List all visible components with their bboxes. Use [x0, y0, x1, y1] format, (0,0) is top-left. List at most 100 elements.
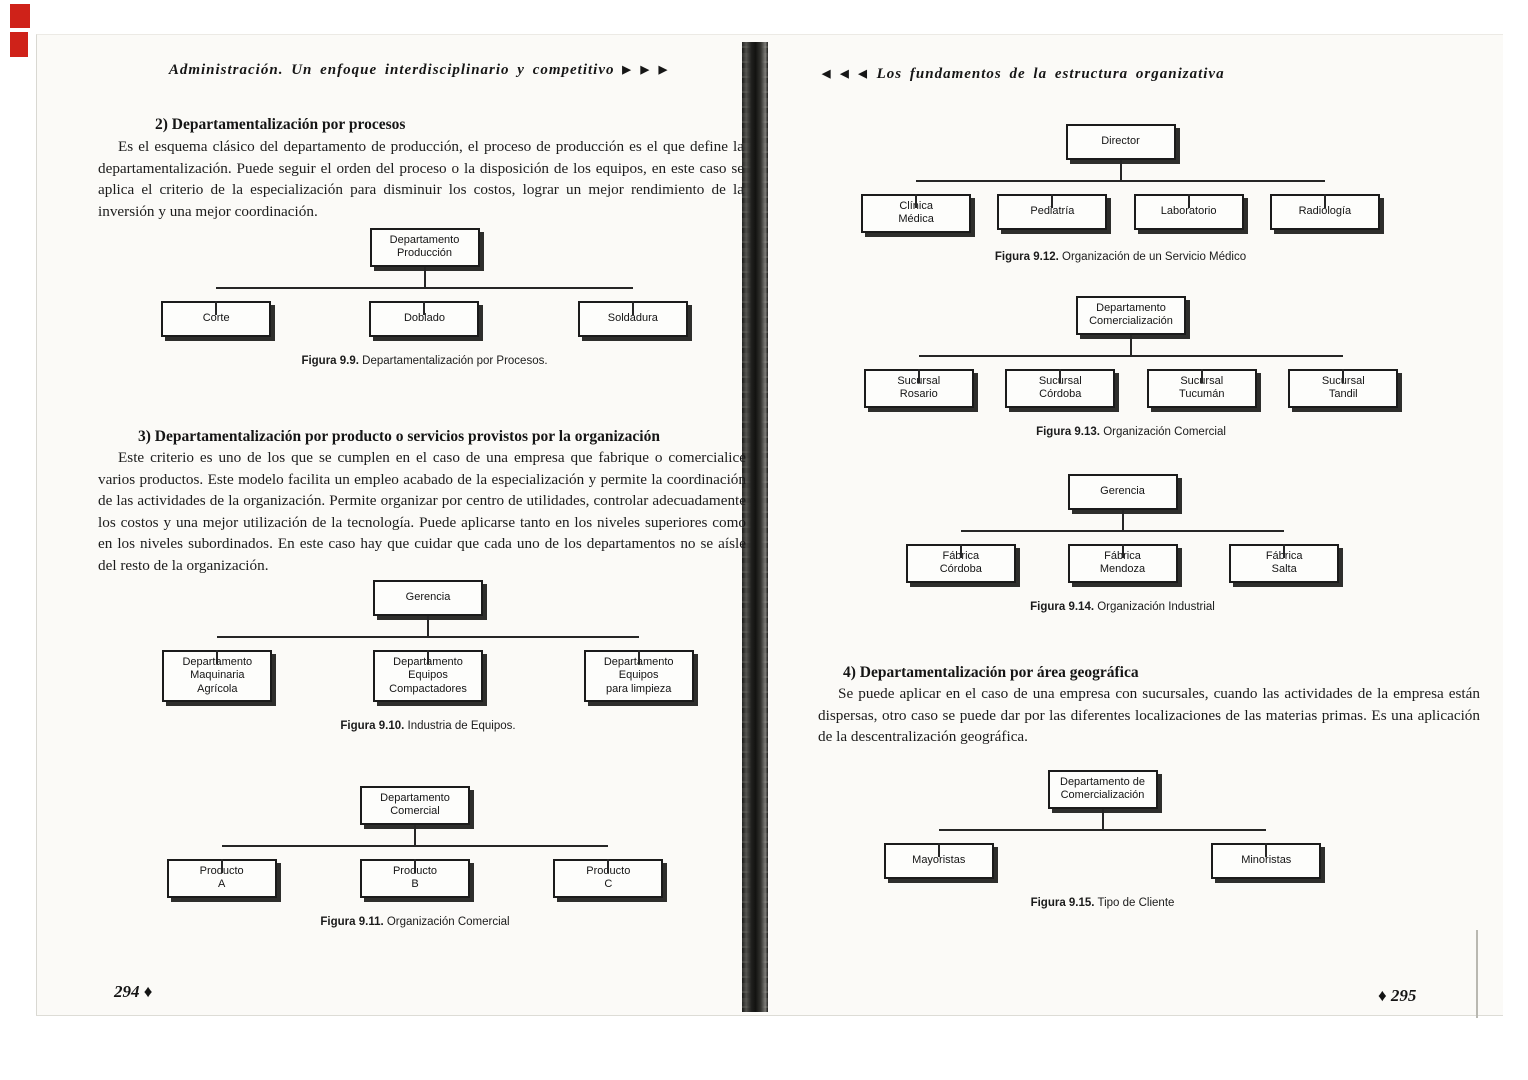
org-connector-rail	[217, 636, 639, 638]
org-child-column: Minoristas	[1103, 842, 1431, 879]
figure-caption-text: Organización de un Servicio Médico	[1058, 250, 1247, 263]
org-node-child: Doblado	[369, 300, 480, 337]
figure-caption-text: Organización Comercial	[383, 915, 510, 928]
org-child-column: Producto C	[512, 858, 705, 898]
org-child-column: Departamento Equipos para limpieza	[533, 650, 744, 703]
org-child-column: Sucursal Rosario	[848, 368, 990, 408]
org-connector-rail	[221, 844, 609, 847]
org-node-child: Minoristas	[1211, 842, 1322, 879]
org-node-child: Departamento Equipos Compactadores	[373, 650, 483, 703]
org-node-child: Sucursal Tandil	[1288, 368, 1399, 408]
section-4-paragraph: Se puede aplicar en el caso de una empre…	[818, 685, 1480, 745]
left-header-title: Administración. Un enfoque interdiscipli…	[168, 62, 615, 78]
figure-caption-text: Departamentalización por Procesos.	[358, 354, 548, 367]
org-node-child: Fábrica Córdoba	[905, 544, 1016, 583]
org-child-column: Fábrica Salta	[1203, 544, 1365, 583]
figure-caption: Figura 9.15. Tipo de Cliente	[1031, 897, 1175, 909]
right-header-title: Los fundamentos de la estructura organiz…	[876, 66, 1225, 82]
org-child-column: Sucursal Tandil	[1273, 368, 1415, 408]
section-3-paragraph: Este criterio es uno de los que se cumpl…	[98, 449, 746, 574]
figure-caption-text: Organización Comercial	[1100, 425, 1226, 438]
section-2-paragraph: Es el esquema clásico del departamento d…	[98, 138, 744, 220]
org-child-column: Departamento Maquinaria Agrícola	[112, 650, 323, 703]
org-connector-stem	[414, 824, 416, 845]
org-children-row: Departamento Maquinaria Agrícola Departam…	[112, 636, 744, 703]
page-edge-line	[1476, 930, 1478, 1018]
org-node-child: Departamento Maquinaria Agrícola	[162, 650, 273, 703]
org-child-column: Fábrica Mendoza	[1042, 544, 1204, 583]
scan-red-mark-bottom	[10, 32, 28, 57]
org-connector-stem	[1130, 334, 1132, 355]
org-node-root: Departamento de Comercialización	[1047, 770, 1158, 809]
figure-caption: Figura 9.14. Organización Industrial	[1030, 601, 1215, 613]
org-node-child: Fábrica Salta	[1229, 544, 1340, 583]
figure-caption-label: Figura 9.13.	[1036, 425, 1100, 438]
org-children-row: Mayoristas Minoristas	[775, 828, 1431, 879]
figure-caption-label: Figura 9.14.	[1030, 600, 1095, 613]
right-arrows-icon: ▶ ▶ ▶	[622, 64, 670, 76]
figure-caption-text: Tipo de Cliente	[1094, 896, 1175, 909]
org-node-child: Producto A	[166, 858, 277, 898]
org-child-column: Clínica Médica	[848, 194, 984, 233]
org-connector-stem	[1101, 808, 1104, 829]
figure-caption-label: Figura 9.15.	[1030, 896, 1095, 909]
figure-caption: Figura 9.12. Organización de un Servicio…	[995, 251, 1246, 263]
org-node-child: Sucursal Córdoba	[1005, 368, 1116, 408]
section-2-heading: 2) Departamentalización por procesos	[155, 116, 406, 133]
org-connector-rail	[216, 286, 633, 289]
org-connector-rail	[960, 530, 1285, 532]
org-node-root: Director	[1065, 124, 1176, 160]
figure-caption-label: Figura 9.10.	[340, 720, 405, 733]
figure-caption: Figura 9.9. Departamentalización por Pro…	[301, 355, 547, 367]
figure-caption-label: Figura 9.9.	[301, 354, 359, 367]
org-node-root: Departamento Comercialización	[1076, 296, 1186, 335]
org-node-child: Radiología	[1269, 194, 1380, 230]
org-node-child: Producto B	[359, 858, 470, 898]
left-page-number: 294 ♦	[114, 982, 153, 1001]
org-node-child: Corte	[161, 300, 272, 337]
figure-caption-label: Figura 9.12.	[994, 250, 1059, 263]
org-connector-rail	[938, 828, 1267, 831]
org-children-row: Sucursal Rosario Sucursal Córdoba Sucursal…	[848, 354, 1415, 408]
left-running-header: Administración. Un enfoque interdiscipli…	[95, 62, 743, 79]
figure-caption-text: Organización Industrial	[1094, 600, 1215, 613]
org-child-column: Producto B	[318, 858, 511, 898]
org-child-column: Doblado	[320, 300, 528, 337]
org-connector-rail	[918, 354, 1344, 357]
org-node-root: Departamento Comercial	[360, 786, 470, 825]
figure-caption: Figura 9.10. Industria de Equipos.	[340, 720, 515, 732]
org-connector-stem	[1119, 160, 1122, 180]
section-3-heading: 3) Departamentalización por producto o s…	[138, 428, 660, 445]
org-node-child: Clínica Médica	[861, 194, 972, 233]
org-child-column: Producto A	[125, 858, 318, 898]
org-child-column: Corte	[112, 300, 320, 337]
org-child-column: Mayoristas	[775, 842, 1103, 879]
org-child-column: Radiología	[1257, 194, 1393, 233]
org-node-root: Gerencia	[1067, 474, 1178, 510]
left-arrows-icon: ◀ ◀ ◀	[822, 68, 869, 80]
org-connector-rail	[916, 180, 1325, 182]
org-node-child: Departamento Equipos para limpieza	[583, 650, 694, 703]
org-child-column: Fábrica Córdoba	[880, 544, 1042, 583]
org-children-row: Producto A Producto B Producto C	[125, 844, 705, 898]
book-binding-gutter	[742, 42, 768, 1012]
org-child-column: Sucursal Tucumán	[1131, 368, 1273, 408]
org-child-column: Pediatría	[984, 194, 1120, 233]
org-children-row: Fábrica Córdoba Fábrica Mendoza Fábrica Sa…	[880, 530, 1365, 583]
org-node-child: Fábrica Mendoza	[1067, 544, 1178, 583]
org-children-row: Corte Doblado Soldadura	[112, 286, 737, 337]
org-node-child: Mayoristas	[883, 842, 994, 879]
org-connector-stem	[1121, 510, 1124, 530]
org-child-column: Soldadura	[529, 300, 737, 337]
org-child-column: Laboratorio	[1121, 194, 1257, 233]
org-node-root: Gerencia	[373, 580, 483, 616]
